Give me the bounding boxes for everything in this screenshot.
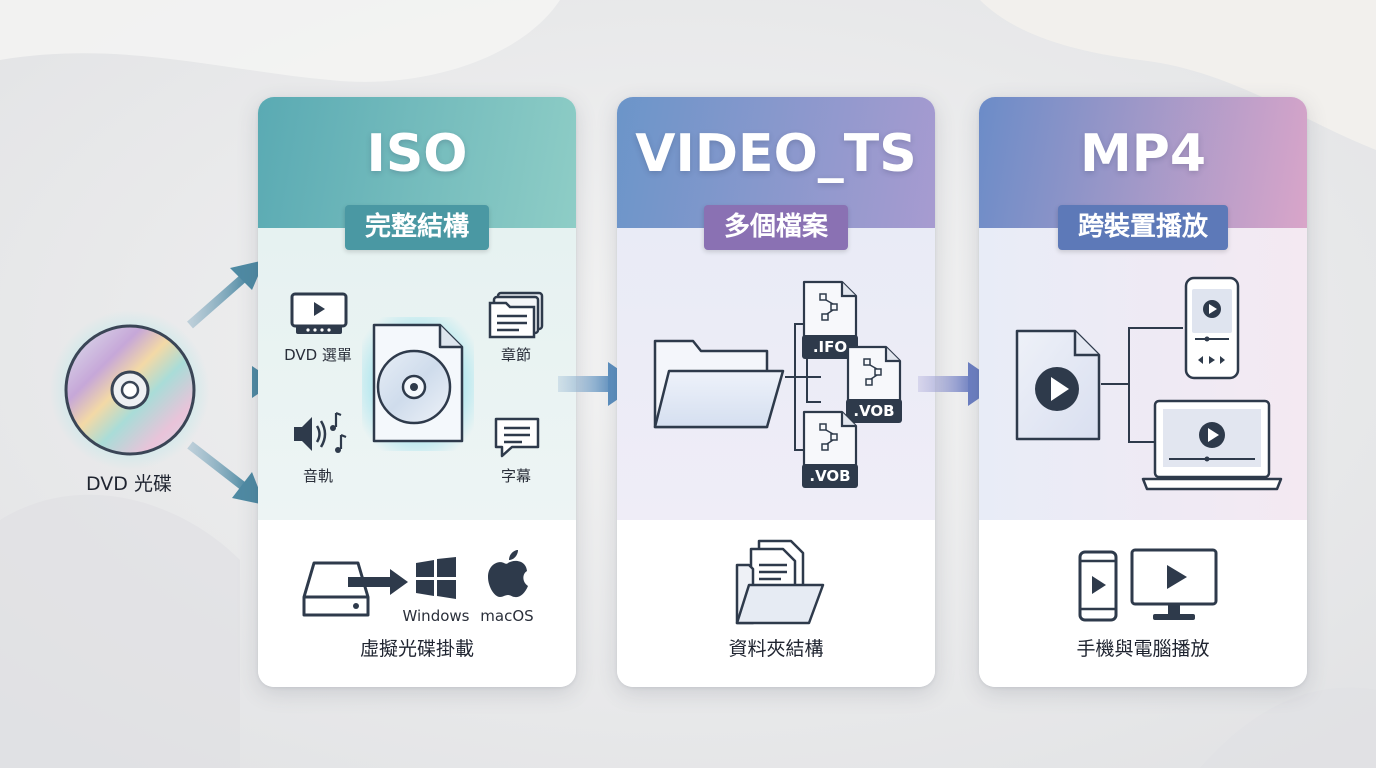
os-label-windows: Windows <box>402 607 470 625</box>
file-ext-vob-1: .VOB <box>846 399 902 423</box>
subtitle-bubble-icon <box>494 417 540 458</box>
apple-logo-icon <box>488 550 528 598</box>
open-folder-icon <box>653 339 785 429</box>
iso-footer-label: 虛擬光碟掛載 <box>359 638 474 660</box>
laptop-icon <box>1141 399 1283 491</box>
vob-file-icon-1 <box>846 345 902 417</box>
video-file-icon <box>1015 329 1101 441</box>
video-ts-footer-label: 資料夾結構 <box>728 638 824 660</box>
tv-menu-icon <box>290 292 348 334</box>
iso-title: ISO <box>366 124 468 184</box>
os-label-macos: macOS <box>480 607 534 625</box>
feature-label-chapters: 章節 <box>500 346 532 364</box>
file-ext-vob-2: .VOB <box>802 464 858 488</box>
mp4-subtitle-badge: 跨裝置播放 <box>1057 205 1229 250</box>
iso-subtitle-badge: 完整結構 <box>344 205 490 250</box>
dvd-source-label: DVD 光碟 <box>86 473 172 495</box>
video-ts-subtitle-badge: 多個檔案 <box>703 205 849 250</box>
feature-label-audio: 音軌 <box>302 467 334 485</box>
windows-logo-icon <box>416 557 456 599</box>
device-connectors <box>1101 327 1183 443</box>
document-folder-icon <box>735 539 825 625</box>
iso-disc-image-icon <box>362 317 474 451</box>
feature-label-subtitles: 字幕 <box>500 467 532 485</box>
iso-card: ISO 完整結構 DVD 選單 章節 <box>258 97 576 687</box>
audio-track-icon <box>294 411 347 453</box>
mp4-card: MP4 跨裝置播放 <box>979 97 1307 687</box>
disk-drive-icon <box>302 561 408 617</box>
smartphone-icon <box>1184 276 1240 380</box>
ifo-file-icon <box>802 280 858 352</box>
feature-label-menu: DVD 選單 <box>284 346 352 364</box>
chapters-folder-icon <box>488 291 544 339</box>
video-ts-title: VIDEO_TS <box>635 124 917 184</box>
video-ts-card: VIDEO_TS 多個檔案 .IFO <box>617 97 935 687</box>
footer-monitor-icon <box>1130 548 1218 620</box>
footer-phone-icon <box>1078 550 1118 622</box>
dvd-disc-icon <box>50 310 210 470</box>
mp4-title: MP4 <box>1079 124 1207 184</box>
mp4-footer-label: 手機與電腦播放 <box>1076 638 1210 660</box>
